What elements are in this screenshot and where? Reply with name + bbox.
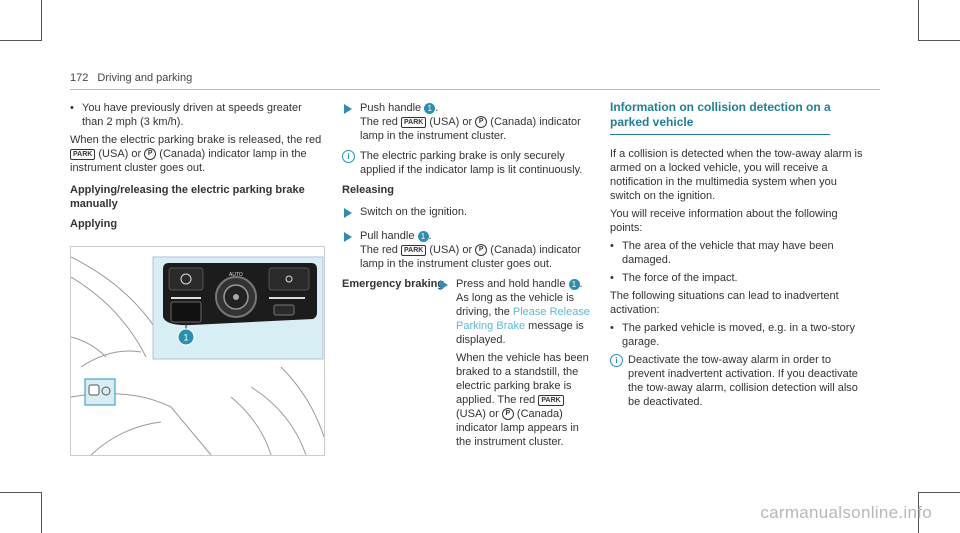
list-item: The area of the vehicle that may have be… [610, 239, 864, 267]
crop-mark [0, 40, 42, 41]
list-item: The force of the impact. [610, 271, 864, 285]
brake-handle [170, 301, 202, 323]
column-2: Push handle 1. The red PARK (USA) or P (… [342, 101, 592, 453]
crop-mark [918, 0, 919, 40]
p-circle-icon: P [475, 244, 488, 257]
callout-label: 1 [184, 333, 189, 343]
heading: Applying [70, 218, 118, 230]
column-1: You have previously driven at speeds gre… [70, 101, 325, 237]
p-circle-icon: P [501, 408, 514, 421]
number-badge: 1 [424, 102, 436, 114]
parking-brake-illustration: AUTO 1 [70, 246, 325, 456]
paragraph: You will receive information about the f… [610, 208, 838, 234]
step: Push handle 1. The red PARK (USA) or P (… [342, 101, 592, 143]
number-badge: 1 [417, 230, 429, 242]
paragraph: When the electric parking brake is relea… [70, 134, 322, 174]
park-icon: PARK [70, 148, 96, 160]
column-3: Information on collision detection on a … [610, 100, 864, 415]
heading: Emergency braking [342, 278, 445, 290]
crop-mark [918, 492, 919, 533]
heading: Applying/releasing the electric parking … [70, 184, 305, 210]
arrow-icon [344, 232, 352, 242]
auto-label: AUTO [229, 272, 243, 278]
park-icon: PARK [400, 116, 427, 128]
crop-mark [41, 0, 42, 40]
heading: Releasing [342, 184, 394, 196]
park-icon: PARK [400, 244, 427, 256]
crop-mark [918, 492, 960, 493]
list-item: You have previously driven at speeds gre… [70, 101, 325, 129]
paragraph: When the vehicle has been braked to a st… [456, 352, 589, 448]
info-icon: i [342, 150, 355, 163]
message-link: Please Release Parking Brake [456, 306, 590, 332]
info-icon: i [610, 354, 623, 367]
step: Pull handle 1. The red PARK (USA) or P (… [342, 229, 592, 271]
step: Switch on the ignition. [342, 205, 592, 219]
section-heading: Information on collision detection on a … [610, 100, 831, 129]
callout-marker [177, 328, 195, 346]
info-note: i Deactivate the tow-away alarm in order… [610, 353, 864, 409]
step: Press and hold handle 1. [438, 277, 592, 291]
number-badge: 1 [568, 278, 580, 290]
arrow-icon [440, 280, 448, 290]
header-divider [70, 89, 880, 90]
arrow-icon [344, 208, 352, 218]
paragraph: The following situations can lead to ina… [610, 290, 839, 316]
info-note: i The electric parking brake is only sec… [342, 149, 592, 177]
arrow-icon [344, 104, 352, 114]
step-detail: As long as the vehicle is driving, the P… [342, 291, 592, 449]
crop-mark [0, 492, 42, 493]
list-item: The parked vehicle is moved, e.g. in a t… [610, 321, 864, 349]
crop-mark [918, 40, 960, 41]
page-number: 172 [70, 72, 89, 84]
watermark: carmanualsonline.info [760, 503, 932, 522]
park-icon: PARK [538, 394, 564, 406]
crop-mark [41, 492, 42, 533]
paragraph: As long as the vehicle is driving, the P… [456, 292, 590, 346]
page-header: 172 Driving and parking [70, 72, 192, 84]
section-title: Driving and parking [97, 72, 193, 84]
p-circle-icon: P [144, 148, 157, 161]
section-divider [610, 134, 830, 135]
paragraph: If a collision is detected when the tow-… [610, 148, 863, 202]
dashboard-illustration: AUTO 1 [70, 256, 325, 456]
p-circle-icon: P [475, 116, 488, 129]
